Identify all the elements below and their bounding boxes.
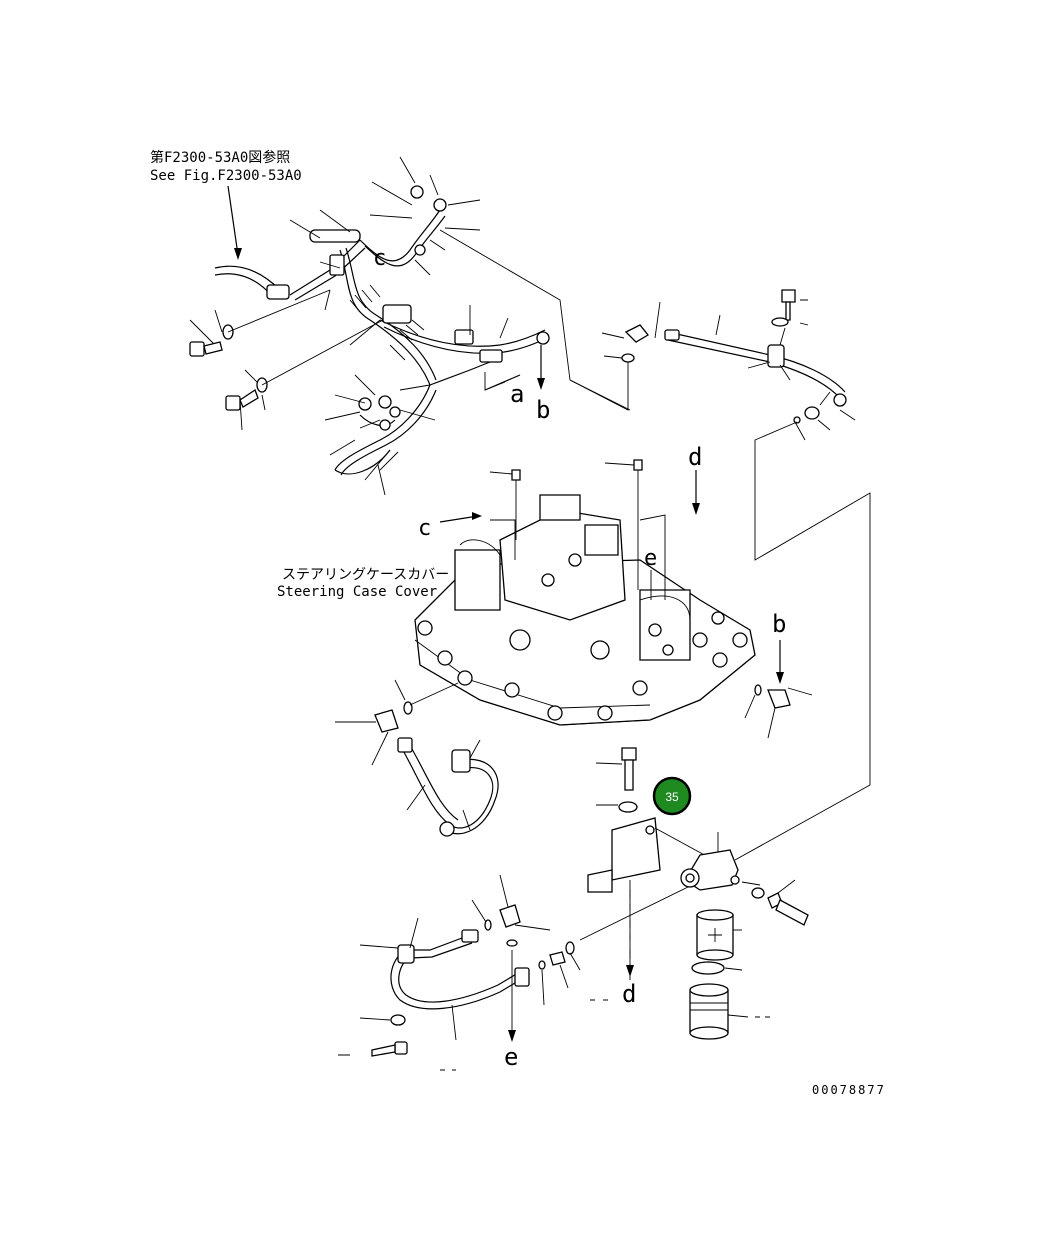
connection-label-d-upper: d [688, 443, 702, 471]
connection-label-c-upper: c [373, 246, 386, 271]
drawing-number: 00078877 [812, 1083, 886, 1097]
filter-element [689, 909, 770, 1040]
reference-arrow-head [234, 248, 242, 260]
connection-label-b-right: b [772, 610, 786, 638]
lower-hose-assembly [338, 874, 608, 1071]
connection-label-e-upper: e [644, 546, 657, 571]
connection-label-d-lower: d [622, 980, 636, 1008]
connection-label-e-lower: e [504, 1043, 518, 1071]
upper-right-hose [439, 229, 871, 861]
upper-left-bolts [189, 289, 384, 411]
filter-bracket-assembly [587, 747, 711, 980]
case-cover-label-en: Steering Case Cover [277, 584, 437, 600]
reference-text-jp: 第F2300-53A0図参照 [150, 149, 290, 166]
upper-harness-assembly [214, 185, 550, 476]
filter-head [565, 832, 809, 955]
callout-35-number: 35 [665, 790, 679, 804]
connection-label-a: a [510, 380, 524, 408]
connection-label-b-upper: b [536, 396, 550, 424]
reference-arrow [227, 185, 239, 256]
upper-leader-lines [189, 156, 509, 496]
case-cover-label-jp: ステアリングケースカバー [282, 567, 449, 583]
connection-label-c-mid: c [418, 516, 431, 541]
callout-35-circle[interactable] [652, 776, 692, 816]
right-elbow-fitting [744, 684, 813, 739]
callout-35[interactable]: 35 [652, 776, 692, 816]
reference-text-en: See Fig.F2300-53A0 [150, 168, 302, 184]
lower-left-hose [335, 679, 499, 837]
steering-case-cover [414, 459, 756, 726]
